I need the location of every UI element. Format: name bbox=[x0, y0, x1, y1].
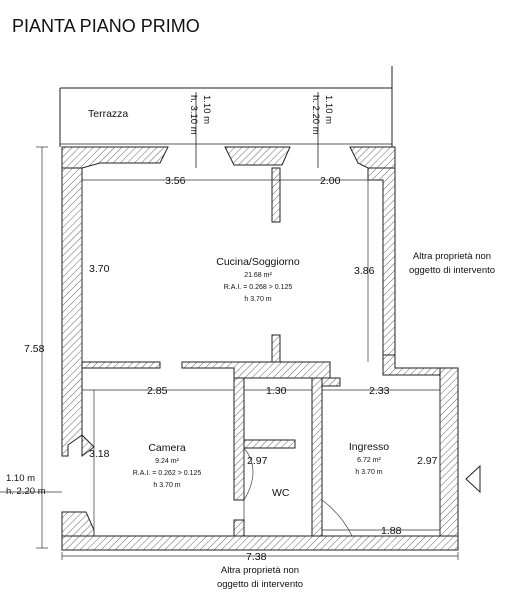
room-height-camera: h 3.70 m bbox=[153, 482, 180, 489]
note-bottom-line1: Altra proprietà non bbox=[221, 565, 299, 576]
note-right-line2: oggetto di intervento bbox=[409, 265, 495, 276]
dimension-lines bbox=[0, 146, 459, 560]
wall-kitchen-stub bbox=[271, 167, 281, 223]
dim-2-85: 2.85 bbox=[147, 385, 168, 397]
dim-3-70: 3.70 bbox=[89, 263, 110, 275]
room-area-cucina: 21.68 m² bbox=[244, 272, 272, 279]
dim-2-97-b: 2.97 bbox=[417, 455, 438, 467]
walls bbox=[61, 146, 459, 551]
room-height-ingresso: h 3.70 m bbox=[355, 469, 382, 476]
terrace bbox=[59, 66, 393, 147]
window-left-height: h. 3.10 m bbox=[188, 95, 199, 135]
window-markers bbox=[195, 92, 319, 168]
dim-7-58: 7.58 bbox=[24, 343, 45, 355]
room-camera: Camera 9.24 m² R.A.I. = 0.262 > 0.125 h … bbox=[133, 442, 202, 489]
dim-1-30: 1.30 bbox=[266, 385, 287, 397]
room-ingresso: Ingresso 6.72 m² h 3.70 m bbox=[349, 441, 389, 476]
entrance-arrow-icon bbox=[465, 464, 481, 494]
note-bottom: Altra proprietà non oggetto di intervent… bbox=[217, 565, 303, 590]
wall-mid-horizontal-left bbox=[81, 361, 161, 369]
wall-ingresso-top bbox=[321, 377, 341, 387]
window-left-width: 1.10 m bbox=[201, 95, 212, 124]
note-right: Altra proprietà non oggetto di intervent… bbox=[409, 251, 495, 276]
room-rai-cucina: R.A.I. = 0.268 > 0.125 bbox=[224, 284, 293, 291]
dimension-texts: 3.56 2.00 3.70 3.86 7.58 2.85 1.30 2.33 … bbox=[24, 175, 438, 563]
dim-2-97-a: 2.97 bbox=[247, 455, 268, 467]
wall-mid-vertical bbox=[271, 334, 281, 363]
note-right-line1: Altra proprietà non bbox=[413, 251, 491, 262]
door-arcs bbox=[243, 447, 353, 537]
room-area-camera: 9.24 m² bbox=[155, 458, 179, 465]
wall-bottom bbox=[61, 535, 459, 551]
dim-3-86: 3.86 bbox=[354, 265, 375, 277]
window-camera-width: 1.10 m bbox=[6, 473, 35, 484]
wall-top-mid bbox=[224, 146, 291, 166]
wall-camera-right bbox=[233, 377, 245, 501]
wall-wc-right bbox=[311, 377, 323, 537]
room-label-camera: Camera bbox=[148, 442, 186, 454]
dim-2-33: 2.33 bbox=[369, 385, 390, 397]
window-camera-height: h. 2.20 m bbox=[6, 486, 46, 497]
wall-right-lower bbox=[439, 367, 459, 549]
wall-mid-horizontal-right bbox=[181, 361, 331, 379]
room-rai-camera: R.A.I. = 0.262 > 0.125 bbox=[133, 470, 202, 477]
room-label-wc: WC bbox=[272, 487, 290, 499]
room-label-cucina: Cucina/Soggiorno bbox=[216, 256, 300, 268]
wall-left-upper bbox=[61, 167, 83, 457]
wall-camera-right-low bbox=[233, 519, 245, 537]
wall-top-right bbox=[349, 146, 396, 169]
wall-wc-top bbox=[243, 439, 296, 449]
dim-1-88: 1.88 bbox=[381, 525, 402, 537]
wall-right-step bbox=[382, 354, 441, 376]
room-area-ingresso: 6.72 m² bbox=[357, 457, 381, 464]
window-right-width: 1.10 m bbox=[323, 95, 334, 124]
room-cucina-soggiorno: Cucina/Soggiorno 21.68 m² R.A.I. = 0.268… bbox=[216, 256, 300, 303]
wall-left-notch bbox=[81, 433, 95, 457]
note-bottom-line2: oggetto di intervento bbox=[217, 579, 303, 590]
room-height-cucina: h 3.70 m bbox=[244, 296, 271, 303]
dim-7-38: 7.38 bbox=[246, 551, 267, 563]
window-right-height: h. 2.20 m bbox=[310, 95, 321, 135]
room-label-terrazza: Terrazza bbox=[88, 108, 128, 120]
dim-3-18: 3.18 bbox=[89, 448, 110, 460]
dim-3-56: 3.56 bbox=[165, 175, 186, 187]
page-title: PIANTA PIANO PRIMO bbox=[12, 16, 200, 36]
room-label-ingresso: Ingresso bbox=[349, 441, 389, 453]
dim-2-00: 2.00 bbox=[320, 175, 341, 187]
